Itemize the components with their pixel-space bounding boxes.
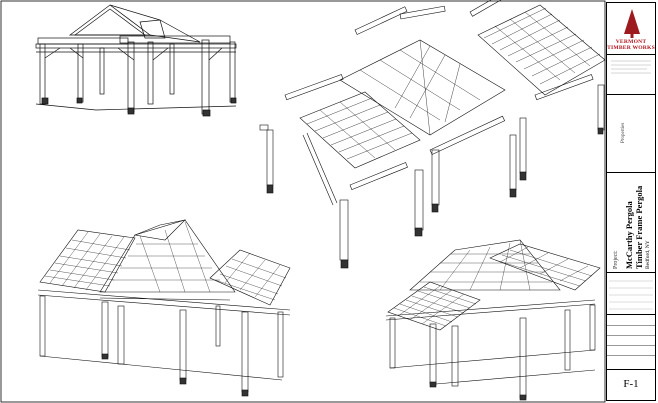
seal-lines [611, 60, 651, 74]
sheet-number: F-1 [623, 378, 639, 390]
company-name-line2: TIMBER WORKS [607, 45, 655, 51]
company-name-line1: VERMONT [615, 39, 647, 45]
project-subtitle: Timber Frame Pergola [634, 185, 644, 269]
tree-logo-icon [624, 9, 640, 38]
drawing-info-area [607, 273, 655, 315]
perspective-view-top-left [35, 4, 237, 117]
project-name: McCarthy Pergola [624, 201, 634, 269]
rafter-perspective-bottom-right [385, 239, 601, 401]
title-block: VERMONT TIMBER WORKS Properties Project:… [606, 2, 656, 401]
exploded-frame-view [259, 0, 606, 269]
sheet-number-area: F-1 [607, 370, 655, 400]
properties-area: Properties [607, 95, 655, 173]
info-lines [609, 280, 653, 310]
rafter-perspective-bottom-left [37, 219, 291, 397]
project-location: Bedford, NY [645, 240, 651, 269]
company-logo: VERMONT TIMBER WORKS [607, 3, 655, 55]
seal-area [607, 55, 655, 95]
project-name-area: Project: McCarthy Pergola Timber Frame P… [607, 173, 655, 273]
properties-label: Properties [621, 122, 626, 143]
project-tag: Project: [613, 250, 619, 269]
revision-area [607, 315, 655, 370]
